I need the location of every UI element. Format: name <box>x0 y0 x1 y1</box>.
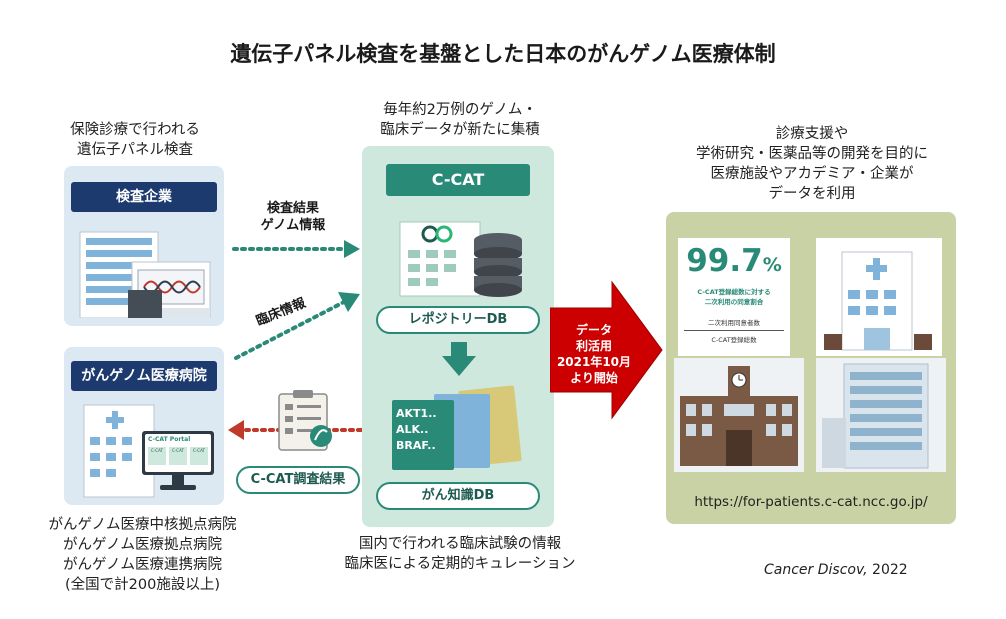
percent-unit: % <box>762 254 782 276</box>
caption-line: がんゲノム医療連携病院 <box>62 557 223 573</box>
office-card <box>816 358 946 472</box>
center-bottom-caption: 国内で行われる臨床試験の情報 臨床医による定期的キュレーション <box>322 534 598 574</box>
arrow-label-line: ゲノム情報 <box>260 218 326 233</box>
caption-line: (全国で計200施設以上) <box>65 577 220 593</box>
ccat-building-database-icon <box>399 221 522 297</box>
portal-tile: C-CAT <box>190 447 208 465</box>
university-card <box>674 358 804 472</box>
knowledge-db-pill: がん知識DB <box>376 482 540 510</box>
caption-line: がんゲノム医療中核拠点病院 <box>48 517 237 533</box>
left-bottom-caption: がんゲノム医療中核拠点病院 がんゲノム医療拠点病院 がんゲノム医療連携病院 (全… <box>20 515 265 595</box>
portal-url: https://for-patients.c-cat.ncc.go.jp/ <box>694 494 928 510</box>
caption-line: 学術研究・医薬品等の開発を目的に <box>696 146 928 162</box>
caption-line: データを利用 <box>768 186 856 202</box>
percent-value: 99.7 <box>686 243 763 279</box>
repository-db-pill: レポジトリーDB <box>376 306 540 334</box>
hospital-panel: がんゲノム医療病院 C-CAT Portal C-CAT C-CAT C-CAT <box>64 347 224 505</box>
data-use-panel: 99.7% C-CAT登録総数に対する 二次利用の同意割合 二次利用同意者数 C… <box>666 212 956 524</box>
dotted-arrow-diagonal-icon <box>234 292 360 360</box>
ccat-panel: C-CAT レポジトリーDB AKT1.. ALK.. BRAF.. がん <box>362 146 554 527</box>
monitor-stand <box>172 475 184 485</box>
arrow-top-label: 検査結果 ゲノム情報 <box>238 200 348 234</box>
book-front: AKT1.. ALK.. BRAF.. <box>392 400 454 470</box>
consent-desc-line: 二次利用の同意割合 <box>704 298 764 306</box>
arrow-label-line: 検査結果 <box>266 201 319 216</box>
red-arrow-line: 利活用 <box>575 339 612 353</box>
company-panel: 検査企業 <box>64 166 224 326</box>
report-clipboard-icon <box>278 390 332 451</box>
portal-title: C-CAT Portal <box>148 436 191 443</box>
book-gene: ALK.. <box>396 423 429 436</box>
consent-denominator: C-CAT登録総数 <box>711 336 757 344</box>
big-red-arrow-icon <box>550 280 663 420</box>
book-gene: BRAF.. <box>396 439 436 452</box>
hospital-icon <box>824 251 932 351</box>
hospital-label: がんゲノム医療病院 <box>71 361 217 391</box>
monitor-base <box>160 485 196 490</box>
portal-screen: C-CAT Portal C-CAT C-CAT C-CAT <box>145 434 211 472</box>
company-label: 検査企業 <box>71 182 217 212</box>
book-gene: AKT1.. <box>396 407 437 420</box>
caption-line: 国内で行われる臨床試験の情報 <box>358 536 562 552</box>
office-building-icon <box>816 358 946 472</box>
consent-numerator: 二次利用同意者数 <box>684 317 784 331</box>
consent-desc-line: C-CAT登録総数に対する <box>697 288 771 296</box>
citation-year: 2022 <box>872 562 908 578</box>
result-pill: C-CAT調査結果 <box>236 466 360 494</box>
citation: Cancer Discov, 2022 <box>764 562 964 578</box>
right-top-caption: 診療支援や 学術研究・医薬品等の開発を目的に 医療施設やアカデミア・企業が デー… <box>672 124 952 204</box>
consent-desc: C-CAT登録総数に対する 二次利用の同意割合 <box>684 287 784 307</box>
caption-line: 保険診療で行われる <box>70 122 200 138</box>
hospital-card <box>816 238 942 356</box>
caption-line: 診療支援や <box>775 126 849 142</box>
caption-line: 臨床医による定期的キュレーション <box>344 556 576 572</box>
caption-line: がんゲノム医療拠点病院 <box>62 537 223 553</box>
left-top-caption: 保険診療で行われる 遺伝子パネル検査 <box>40 120 230 160</box>
page-title: 遺伝子パネル検査を基盤とした日本のがんゲノム医療体制 <box>230 42 776 66</box>
center-top-caption: 毎年約2万例のゲノム・ 臨床データが新たに集積 <box>350 100 570 140</box>
red-arrow-line: データ <box>575 323 612 337</box>
university-building-icon <box>674 358 804 472</box>
consent-stat-card: 99.7% C-CAT登録総数に対する 二次利用の同意割合 二次利用同意者数 C… <box>678 238 790 356</box>
red-arrow-line: より開始 <box>570 371 618 385</box>
caption-line: 遺伝子パネル検査 <box>77 142 193 158</box>
red-arrow-line: 2021年10月 <box>556 355 632 369</box>
portal-tile: C-CAT <box>169 447 187 465</box>
red-arrow-text: データ 利活用 2021年10月 より開始 <box>552 322 636 386</box>
caption-line: 臨床データが新たに集積 <box>380 122 540 138</box>
caption-line: 毎年約2万例のゲノム・ <box>383 102 537 118</box>
caption-line: 医療施設やアカデミア・企業が <box>710 166 914 182</box>
ccat-label: C-CAT <box>386 164 530 196</box>
dotted-arrow-right-icon <box>232 240 360 258</box>
consent-percent: 99.7% <box>684 244 784 283</box>
citation-journal: Cancer Discov, <box>764 562 868 578</box>
portal-tile: C-CAT <box>148 447 166 465</box>
lab-building-icon <box>79 231 211 318</box>
down-arrow-icon <box>442 342 476 376</box>
portal-monitor: C-CAT Portal C-CAT C-CAT C-CAT <box>142 431 214 475</box>
